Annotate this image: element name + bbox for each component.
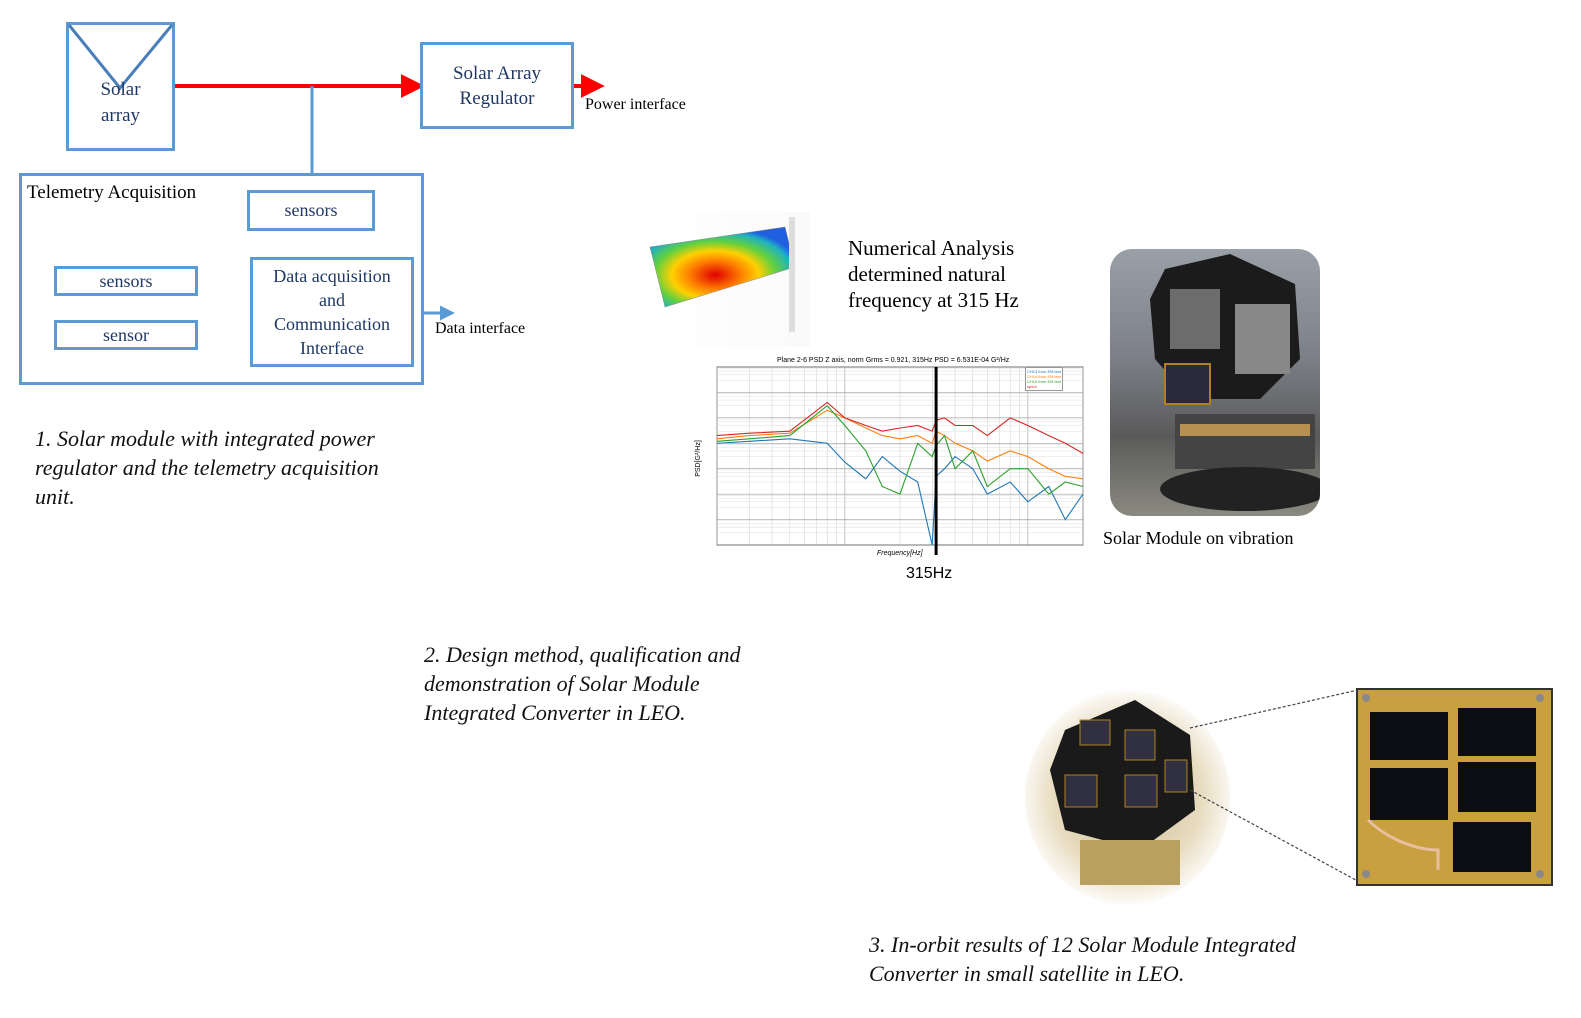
sensors-top-label: sensors [284,200,338,220]
caption-3: 3. In-orbit results of 12 Solar Module I… [869,932,1296,986]
psd-series-3 [716,401,1084,454]
solar-array-block: Solar array [66,22,175,151]
numerical-analysis-text: Numerical Analysis determined natural fr… [848,236,1019,312]
legend-item-ch13: CH13 from EM test [1027,369,1062,374]
sensors-left-box: sensors [54,266,198,296]
psd-y-label: PSD[G²/Hz] [694,440,702,477]
vibration-label: Solar Module on vibration [1103,528,1294,548]
fea-simulation-image [645,212,810,347]
solar-module-panel-photo [1356,688,1553,886]
satellite-on-shaker-graphic [1150,254,1320,511]
psd-series-2 [716,404,1084,495]
psd-series-0 [716,438,1084,546]
sensors-left-label: sensors [99,270,153,291]
caption-2: 2. Design method, qualification and demo… [424,642,741,725]
solar-array-label: Solar array [100,79,141,126]
psd-chart-title: Plane 2-6 PSD Z axis, norm Grms = 0.921,… [777,357,1010,364]
data-interface-label: Data interface [435,320,526,337]
daq-box: Data acquisition and Communication Inter… [250,257,414,367]
satellite-photo [1025,690,1230,905]
marker-315-label: 315Hz [906,565,953,582]
solar-array-icon [67,24,174,91]
psd-series-1 [716,409,1084,480]
regulator-label: Solar Array Regulator [452,62,542,109]
telemetry-title: Telemetry Acquisition [27,182,197,203]
legend-item-ch14: CH14 from EM test [1027,374,1062,379]
caption-1: 1. Solar module with integrated power re… [35,426,379,509]
psd-x-label: Frequency[Hz] [877,550,923,557]
vibration-test-photo [1110,249,1320,516]
psd-plot-area [716,366,1084,555]
psd-legend: CH13 from EM test CH14 from EM test CH15… [1025,367,1064,391]
sensor-left-label: sensor [103,324,149,345]
solar-cells-graphic [1362,694,1544,878]
daq-label: Data acquisition and Communication Inter… [273,266,391,358]
legend-item-ch15: CH15 from EM test [1027,379,1062,384]
fea-plate-graphic [649,217,796,332]
sensors-top-box: sensors [247,190,375,231]
psd-chart: Plane 2-6 PSD Z axis, norm Grms = 0.921,… [695,355,1095,585]
solar-array-regulator-block: Solar Array Regulator [420,42,574,129]
legend-item-spect: spect [1027,384,1037,389]
sensor-left-box: sensor [54,320,198,350]
satellite-graphic [1050,700,1195,885]
power-interface-label: Power interface [585,96,686,113]
